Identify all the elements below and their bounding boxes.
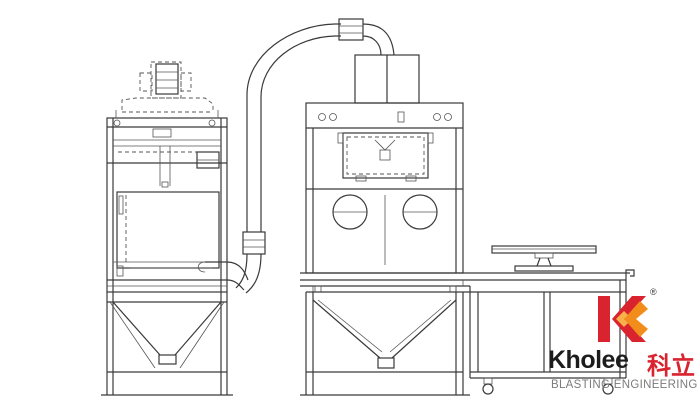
collector-cabinet [106, 117, 228, 293]
turntable-top [491, 245, 597, 254]
collector-door [116, 191, 220, 269]
dust-collector [101, 61, 249, 396]
connecting-hose [235, 18, 395, 294]
brand-name-chinese: 科立 [647, 353, 695, 380]
motor-body [155, 63, 179, 95]
hose-flange [242, 231, 266, 255]
viewing-window [342, 132, 429, 179]
wheel-left [482, 383, 494, 395]
work-trolley [462, 245, 635, 395]
kholee-logo-mark [598, 296, 648, 342]
brand-tagline: BLASTING ENGINEERING [551, 379, 698, 391]
hose-coupling [338, 18, 364, 41]
wheel-right [602, 383, 614, 395]
brand-name: Kholee [548, 346, 629, 374]
registered-trademark: ® [650, 287, 657, 297]
motor-dashed [150, 61, 182, 99]
blast-cabinet [300, 54, 630, 396]
